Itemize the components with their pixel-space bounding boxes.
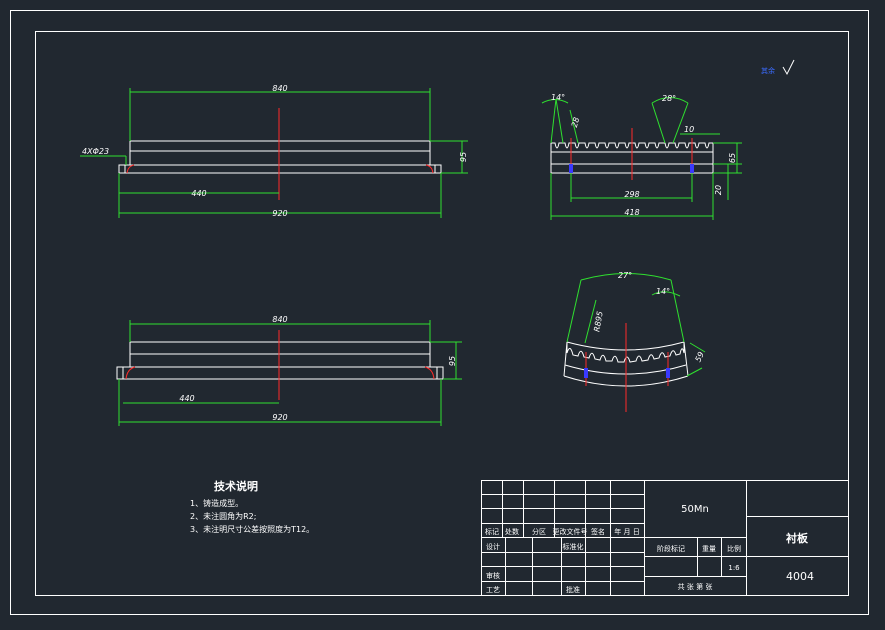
stage-mark-label: 阶段标记 xyxy=(657,544,685,553)
header-signature: 签名 xyxy=(591,527,605,536)
dim-arc-angle-top: 27° xyxy=(618,271,632,280)
plate-top-layer xyxy=(129,140,431,152)
front-view-bottom xyxy=(116,320,462,426)
side-view-labels: 14° 28° 28 10 65 20 298 418 xyxy=(551,93,737,217)
front-view-top xyxy=(80,88,468,218)
outer-border xyxy=(10,10,869,615)
plate-bottom-top-layer xyxy=(129,341,431,355)
plate-mid-layer xyxy=(129,150,431,166)
dim-side-pitch-span: 298 xyxy=(624,190,639,199)
roughness-mark: 其余 xyxy=(761,59,795,76)
dim-bottom-length: 840 xyxy=(272,315,287,324)
arc-view-labels: 27° 14° R895 59 xyxy=(592,271,706,363)
roughness-symbol xyxy=(782,59,795,76)
weight-label: 重量 xyxy=(702,545,716,553)
front-view-top-labels: 840 440 920 4XΦ23 95 xyxy=(82,84,468,218)
dim-top-holes: 4XΦ23 xyxy=(82,147,109,156)
technical-notes: 技术说明 1、铸造成型。 2、未注圆角为R2; 3、未注明尺寸公差按照度为T12… xyxy=(190,478,314,536)
dim-bottom-height: 95 xyxy=(448,356,457,366)
material-label: 50Mn xyxy=(681,504,709,515)
dim-side-angle-left: 14° xyxy=(551,93,565,102)
technical-note-3: 3、未注明尺寸公差按照度为T12。 xyxy=(190,525,315,534)
dim-side-angle-right: 28° xyxy=(662,94,676,103)
dim-side-base: 20 xyxy=(714,185,723,195)
dim-arc-radius: R895 xyxy=(592,311,604,333)
ratio-label: 比例 xyxy=(727,544,741,553)
side-view xyxy=(541,97,742,220)
standard-label: 标准化 xyxy=(563,542,584,551)
technical-notes-title: 技术说明 xyxy=(214,480,258,493)
dim-top-length: 840 xyxy=(272,84,287,93)
technical-note-2: 2、未注圆角为R2; xyxy=(190,512,257,521)
technical-note-1: 1、铸造成型。 xyxy=(190,499,244,508)
dim-arc-angle-side: 14° xyxy=(656,287,670,296)
drawing-number: 4004 xyxy=(786,570,814,583)
hole-mark-right xyxy=(425,164,434,174)
tooth-profile xyxy=(550,142,714,153)
front-view-bottom-labels: 840 440 920 95 xyxy=(179,315,457,422)
dim-arc-depth: 59 xyxy=(694,350,706,363)
dim-bottom-total: 920 xyxy=(272,413,287,422)
design-label: 设计 xyxy=(486,542,500,551)
review-label: 审核 xyxy=(486,571,500,580)
header-zone: 分区 xyxy=(532,527,546,536)
title-block xyxy=(481,480,849,596)
header-date: 年 月 日 xyxy=(614,527,639,536)
inner-border xyxy=(35,31,849,596)
arc-teeth xyxy=(566,342,685,363)
sheets-label: 共 张 第 张 xyxy=(678,582,713,591)
part-name: 衬板 xyxy=(786,531,809,545)
dim-bottom-half: 440 xyxy=(179,394,194,403)
hole-mark-left xyxy=(126,164,135,174)
dim-top-half: 440 xyxy=(191,189,206,198)
process-label: 工艺 xyxy=(486,586,500,594)
roughness-label: 其余 xyxy=(761,66,775,75)
plate-bottom-mid-layer xyxy=(129,353,431,368)
header-mark: 标记 xyxy=(485,527,499,536)
approve-label: 批准 xyxy=(566,585,580,594)
dim-side-tooth-depth: 28 xyxy=(570,116,581,128)
dim-side-total: 418 xyxy=(624,208,639,217)
header-change-doc: 更改文件号 xyxy=(553,527,588,536)
ratio-value: 1:6 xyxy=(728,564,740,572)
dim-side-tooth-width: 10 xyxy=(684,125,694,134)
arc-view xyxy=(563,273,706,412)
header-count: 处数 xyxy=(505,527,519,536)
plate-base xyxy=(118,164,442,174)
plate-bottom-base xyxy=(116,366,444,380)
title-block-text: 50Mn 衬板 4004 标记 处数 分区 更改文件号 签名 年 月 日 设计 … xyxy=(485,504,814,594)
dim-top-total: 920 xyxy=(272,209,287,218)
dim-side-height: 65 xyxy=(728,153,737,163)
dim-top-height: 95 xyxy=(459,152,468,162)
